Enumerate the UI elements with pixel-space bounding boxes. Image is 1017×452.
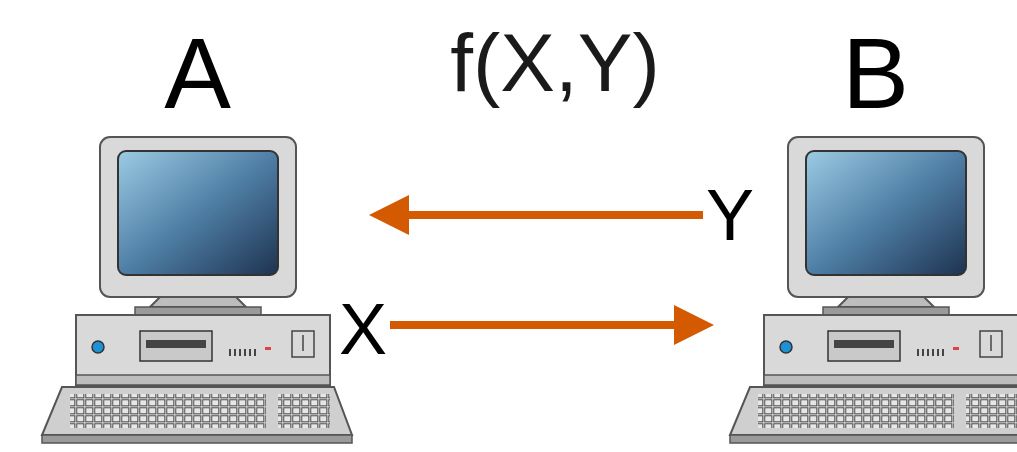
computer-name: A	[40, 23, 355, 123]
computer-illustration	[728, 135, 1017, 445]
computer-name: B	[728, 23, 1017, 123]
data-arrow	[377, 211, 728, 219]
computer-illustration	[40, 135, 355, 445]
message-label: Y	[703, 179, 757, 251]
computer-node: A	[40, 135, 355, 445]
computer-node: B	[728, 135, 1017, 445]
data-arrow	[355, 321, 706, 329]
function-label: f(X,Y)	[450, 22, 660, 104]
message-label: X	[336, 293, 390, 365]
